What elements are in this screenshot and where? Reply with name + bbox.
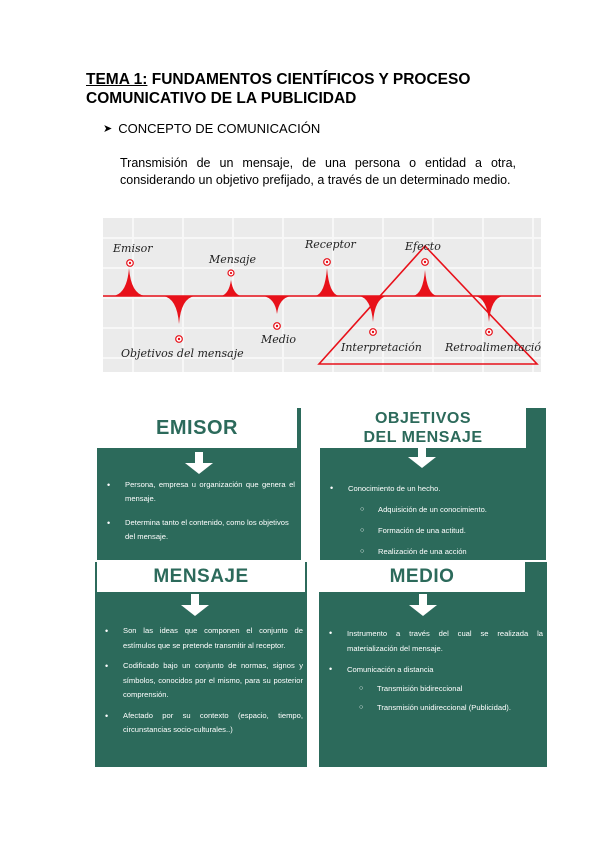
feedback-triangle: [317, 244, 539, 365]
list-item: Persona, empresa u organización que gene…: [103, 478, 295, 506]
list-item: Afectado por su contexto (espacio, tiemp…: [101, 709, 303, 738]
down-arrow-icon: [181, 594, 209, 616]
label-emisor: Emisor: [112, 242, 153, 255]
down-arrow-icon: [185, 452, 213, 474]
list-item: Comunicación a distancia: [325, 662, 543, 677]
list-item: Instrumento a través del cual se realiza…: [325, 626, 543, 656]
label-mensaje: Mensaje: [208, 253, 256, 266]
page-title: TEMA 1: FUNDAMENTOS CIENTÍFICOS Y PROCES…: [86, 70, 526, 108]
card-mensaje-body: Son las ideas que componen el conjunto d…: [101, 624, 303, 738]
list-subitem: Transmisión unidireccional (Publicidad).: [325, 700, 543, 715]
label-receptor: Receptor: [304, 238, 357, 251]
list-subitem: Realización de una acción: [326, 541, 540, 562]
label-efecto: Efecto: [404, 240, 441, 253]
list-item: Determina tanto el contenido, como los o…: [103, 516, 295, 544]
definition-paragraph: Transmisión de un mensaje, de una person…: [120, 156, 516, 187]
card-objetivos: OBJETIVOS DEL MENSAJE Conocimiento de un…: [320, 408, 546, 562]
down-arrow-icon: [408, 446, 436, 468]
card-objetivos-title-line1: OBJETIVOS: [374, 410, 472, 427]
communication-diagram: Emisor Mensaje Receptor Efecto Objetivos…: [103, 218, 541, 372]
list-item: Son las ideas que componen el conjunto d…: [101, 624, 303, 653]
card-emisor: EMISOR Persona, empresa u organización q…: [97, 408, 301, 560]
card-emisor-body: Persona, empresa u organización que gene…: [103, 478, 295, 544]
list-subitem: Adquisición de un conocimiento.: [326, 499, 540, 520]
label-objetivos: Objetivos del mensaje: [121, 347, 244, 360]
section-heading-text: CONCEPTO DE COMUNICACIÓN: [118, 121, 321, 136]
label-interpretacion: Interpretación: [340, 341, 422, 354]
label-medio: Medio: [260, 333, 296, 346]
list-item: Conocimiento de un hecho.: [326, 478, 540, 499]
card-objetivos-body: Conocimiento de un hecho. Adquisición de…: [326, 478, 540, 562]
label-retroalimentacion: Retroalimentación: [444, 341, 541, 354]
down-arrow-icon: [409, 594, 437, 616]
list-subitem: Transmisión bidireccional: [325, 681, 543, 696]
list-item: Codificado bajo un conjunto de normas, s…: [101, 659, 303, 703]
card-medio-body: Instrumento a través del cual se realiza…: [325, 626, 543, 715]
card-mensaje-title: MENSAJE: [97, 562, 305, 592]
title-tema: TEMA 1:: [86, 71, 148, 88]
downward-spikes: [163, 296, 503, 324]
card-medio: MEDIO Instrumento a través del cual se r…: [319, 562, 547, 767]
card-objetivos-title-line2: DEL MENSAJE: [363, 429, 483, 446]
arrow-bullet-icon: ➤: [103, 123, 113, 135]
card-medio-title: MEDIO: [319, 562, 525, 592]
diagram-svg: Emisor Mensaje Receptor Efecto Objetivos…: [103, 218, 541, 372]
section-heading: ➤ CONCEPTO DE COMUNICACIÓN: [103, 121, 320, 136]
upward-spikes: [113, 268, 437, 296]
card-emisor-title: EMISOR: [97, 408, 297, 448]
card-objetivos-title: OBJETIVOS DEL MENSAJE: [320, 408, 526, 448]
title-text: FUNDAMENTOS CIENTÍFICOS Y PROCESO COMUNI…: [86, 71, 471, 107]
list-subitem: Formación de una actitud.: [326, 520, 540, 541]
card-mensaje: MENSAJE Son las ideas que componen el co…: [95, 562, 307, 767]
